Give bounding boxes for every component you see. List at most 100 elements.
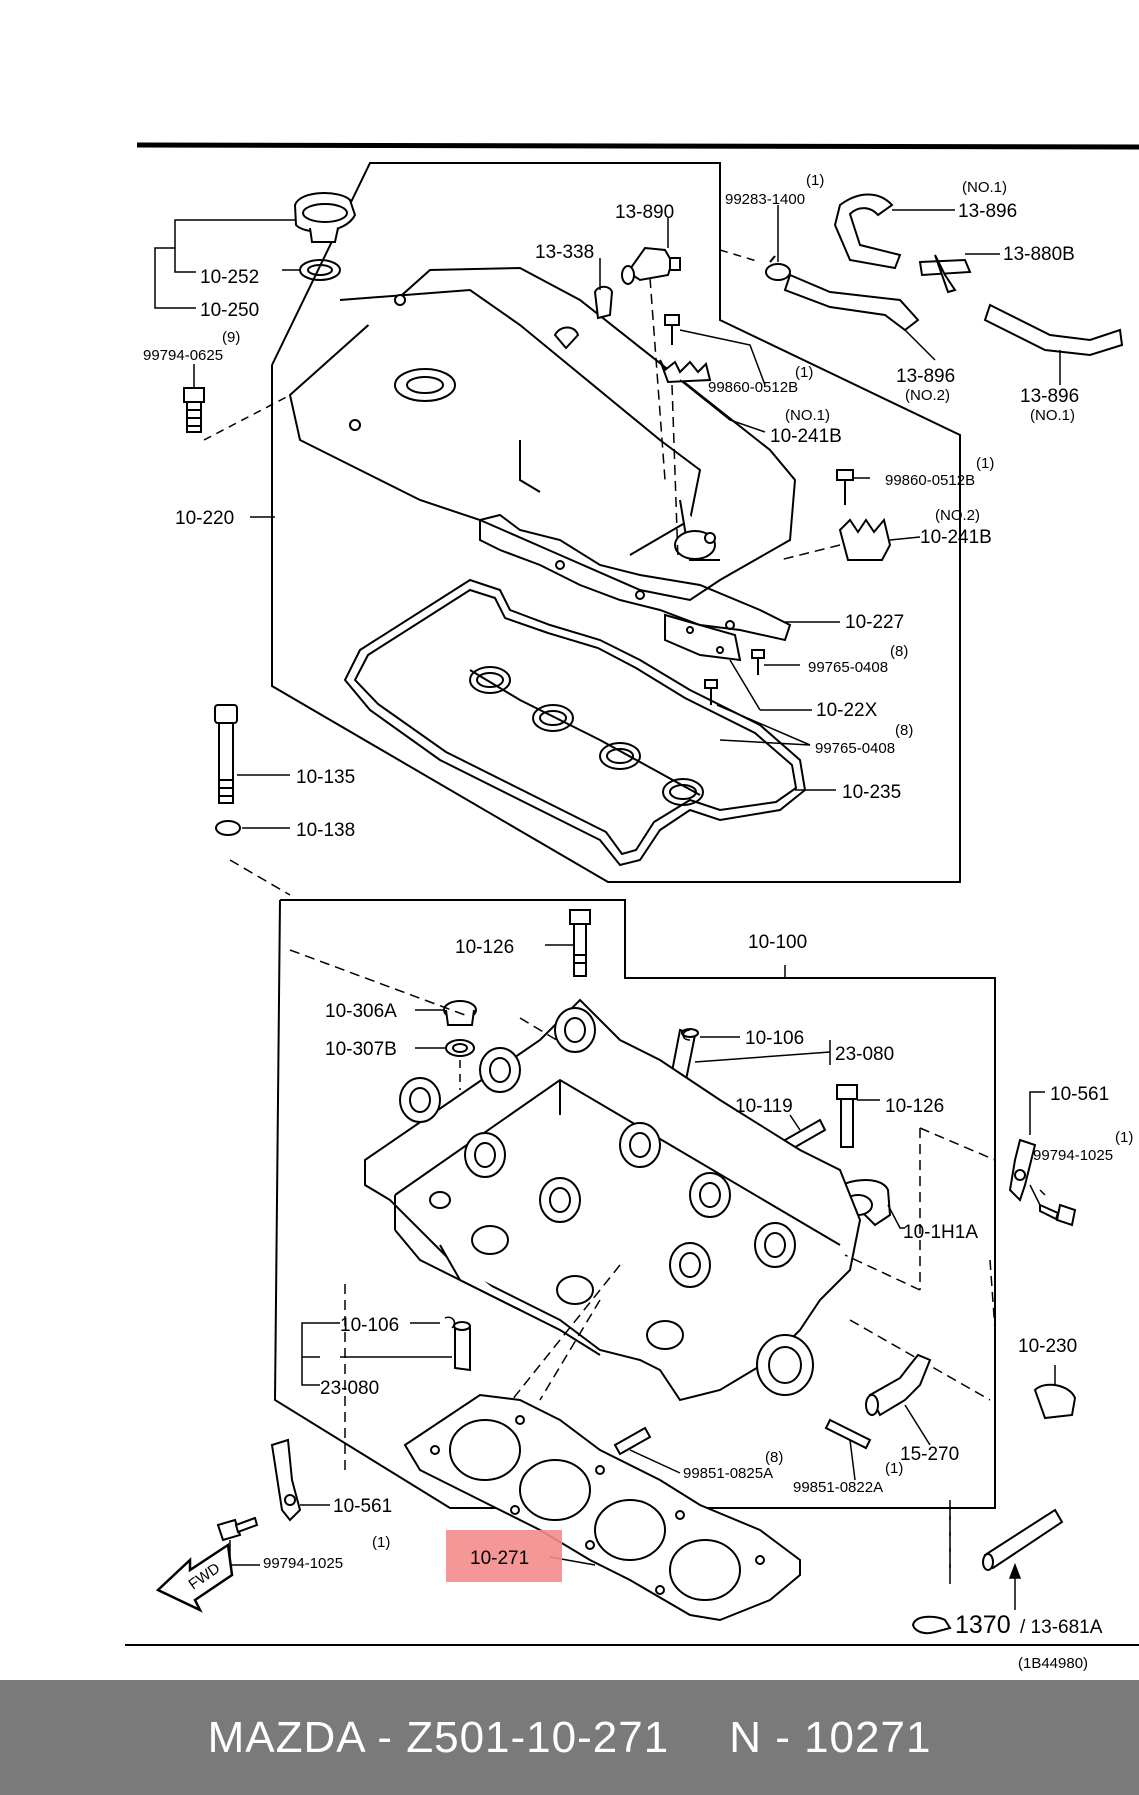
label-10-235: 10-235 [842, 782, 901, 803]
head-group-outline [273, 899, 996, 1509]
label-99765-0408-a: 99765-0408 [808, 659, 888, 676]
alt-part-number: N - 10271 [729, 1712, 932, 1762]
cylinder-head-cover-icon [288, 266, 797, 602]
label-10-241B-b: 10-241B [920, 527, 992, 548]
bolt-icon [1039, 1203, 1077, 1227]
label-99283-1400: 99283-1400 [725, 191, 805, 208]
head-bolt-icon [214, 704, 241, 836]
diagram-code: (1B44980) [1018, 1655, 1088, 1672]
label-10-100: 10-100 [748, 932, 807, 953]
qty-8c: (8) [765, 1449, 783, 1466]
label-10-106-a: 10-106 [745, 1028, 804, 1049]
label-13-896-a: 13-896 [958, 201, 1017, 222]
label-10-230: 10-230 [1018, 1336, 1077, 1357]
label-23-080-b: 23-080 [320, 1378, 379, 1399]
screw-icon [704, 649, 765, 705]
qty-9: (9) [222, 329, 240, 346]
label-99794-1025-b: 99794-1025 [263, 1555, 343, 1572]
qty-1d: (1) [1115, 1129, 1133, 1146]
label-10-241B-a: 10-241B [770, 426, 842, 447]
bolt-icon [836, 1084, 858, 1148]
qty-1f: (1) [372, 1534, 390, 1551]
screw-icon [659, 314, 712, 384]
no-2-a: (NO.2) [905, 387, 950, 404]
cover-gasket-plate-icon [479, 513, 792, 642]
label-10-250: 10-250 [200, 300, 259, 321]
label-13-880B: 13-880B [1003, 244, 1075, 265]
part-labels: 10-252 10-250 (9) 99794-0625 13-338 13-8… [143, 172, 1133, 1672]
label-10-252: 10-252 [200, 267, 259, 288]
camshaft-journal-icon [399, 1007, 814, 1396]
pcv-valve-icon [593, 246, 681, 320]
hose-clip-icon [765, 255, 791, 281]
label-10-126-b: 10-126 [885, 1096, 944, 1117]
engine-parts-diagram: FWD 10-252 10-250 (9) 99794-0625 13-338 … [125, 142, 1139, 1672]
reference-hand-icon [911, 1615, 952, 1635]
label-15-270: 15-270 [900, 1444, 959, 1465]
label-10-106-b: 10-106 [340, 1315, 399, 1336]
label-13-896-b: 13-896 [896, 366, 955, 387]
qty-8a: (8) [890, 643, 908, 660]
hose-group-outline [719, 249, 761, 263]
label-99794-1025-a: 99794-1025 [1033, 1147, 1113, 1164]
forward-arrow-icon: FWD [155, 1542, 234, 1613]
qty-1a: (1) [806, 172, 824, 189]
seal-plug-icon [1033, 1383, 1077, 1420]
label-10-220: 10-220 [175, 508, 234, 529]
label-13-338: 13-338 [535, 242, 594, 263]
qty-1b: (1) [795, 364, 813, 381]
label-10-1H1A: 10-1H1A [903, 1222, 978, 1243]
bolt-icon [183, 387, 205, 433]
stud-bolt-icon [613, 1418, 872, 1456]
label-10-561-b: 10-561 [333, 1496, 392, 1517]
label-10-306A: 10-306A [325, 1001, 397, 1022]
water-hose-icon [982, 1508, 1064, 1571]
cylinder-head-gasket-icon [403, 1393, 801, 1622]
no-1-a: (NO.1) [962, 179, 1007, 196]
baffle-plate-icon [664, 613, 742, 662]
label-99794-0625: 99794-0625 [143, 347, 223, 364]
oil-filler-cap-icon [293, 192, 357, 243]
label-99860-0512B-b: 99860-0512B [885, 472, 975, 489]
hanger-bracket-icon [1008, 1138, 1037, 1202]
label-13-896-c: 13-896 [1020, 386, 1079, 407]
no-1-b: (NO.1) [1030, 407, 1075, 424]
label-10-307B: 10-307B [325, 1039, 397, 1060]
qty-1e: (1) [885, 1460, 903, 1477]
hanger-bracket-icon [270, 1438, 302, 1522]
valve-guide-icon [453, 1321, 471, 1372]
ventilation-hose-icon [783, 193, 1124, 357]
water-outlet-fitting-icon [865, 1353, 932, 1417]
spark-plug-seal-icon [469, 666, 704, 806]
label-99851-0822A: 99851-0822A [793, 1479, 883, 1496]
label-10-126-a: 10-126 [455, 937, 514, 958]
label-10-135: 10-135 [296, 767, 355, 788]
label-10-227: 10-227 [845, 612, 904, 633]
cover-group-outline [271, 162, 961, 883]
bolt-icon [216, 1516, 259, 1542]
no-2-b: (NO.2) [935, 507, 980, 524]
bolt-icon [569, 909, 591, 977]
qty-8b: (8) [895, 722, 913, 739]
cover-gasket-icon [343, 578, 807, 867]
label-99765-0408-b: 99765-0408 [815, 740, 895, 757]
brand-part-number: MAZDA - Z501-10-271 [207, 1712, 670, 1762]
part-number-footer: MAZDA - Z501-10-271 N - 10271 [0, 1680, 1139, 1795]
no-1-c: (NO.1) [785, 407, 830, 424]
label-23-080-a: 23-080 [835, 1044, 894, 1065]
label-99860-0512B-a: 99860-0512B [708, 379, 798, 396]
label-10-119: 10-119 [735, 1096, 793, 1117]
label-99851-0825A: 99851-0825A [683, 1465, 773, 1482]
target-part-highlight [446, 1530, 562, 1582]
qty-1c: (1) [976, 455, 994, 472]
valve-seal-icon [443, 1000, 477, 1057]
label-10-271: 10-271 [470, 1548, 529, 1569]
label-10-22X: 10-22X [816, 700, 878, 721]
ref-1370: 1370 [955, 1611, 1011, 1639]
label-13-890: 13-890 [615, 202, 674, 223]
screw-icon [836, 469, 892, 561]
label-10-138: 10-138 [296, 820, 355, 841]
ref-13-681A: / 13-681A [1020, 1617, 1103, 1638]
oil-cap-seal-icon [299, 259, 341, 281]
label-10-561-a: 10-561 [1050, 1084, 1109, 1105]
